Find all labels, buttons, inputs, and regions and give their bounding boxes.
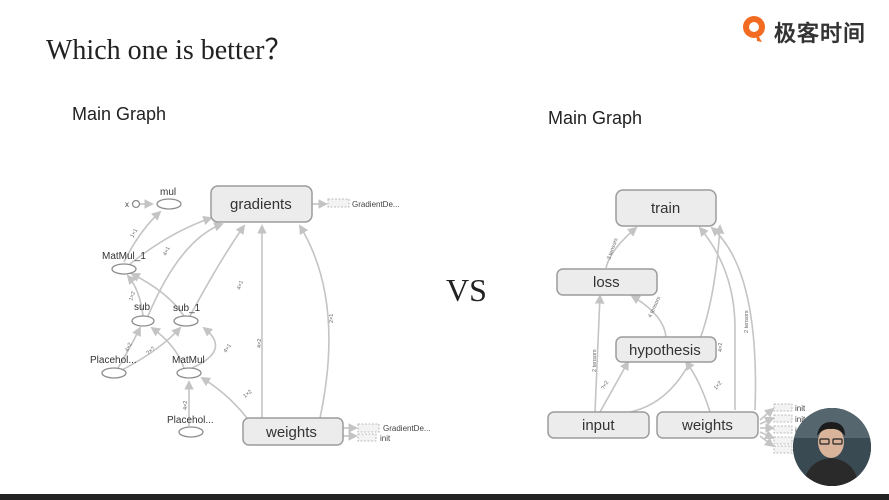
right-aux-init-2-label: init	[795, 415, 806, 424]
left-node-matmul-1[interactable]: MatMul_1	[102, 251, 146, 275]
right-aux-init-2[interactable]: init	[773, 414, 806, 424]
svg-text:4×2: 4×2	[257, 339, 263, 348]
presenter-avatar	[793, 408, 871, 486]
left-aux-gradient-descent-top-label: GradientDe...	[352, 200, 400, 209]
svg-text:1×2: 1×2	[713, 380, 724, 391]
vs-label: VS	[446, 272, 487, 308]
brand-logo: 极客时间	[740, 14, 880, 48]
svg-text:4 tensors: 4 tensors	[647, 296, 662, 319]
right-aux-init-1-label: init	[795, 404, 806, 413]
left-node-x-label: x	[125, 200, 129, 209]
left-node-placeholder-bottom[interactable]: Placehol...	[167, 415, 214, 438]
left-node-sub-1-label: sub_1	[173, 303, 201, 314]
right-node-weights-label: weights	[681, 417, 733, 434]
svg-text:2 tensors: 2 tensors	[744, 310, 750, 333]
left-aux-init[interactable]: init	[357, 433, 391, 443]
svg-text:4×1: 4×1	[162, 246, 171, 257]
right-aux-init-1[interactable]: init	[773, 403, 806, 413]
svg-text:1×1: 1×1	[130, 228, 140, 239]
svg-text:3 tensors: 3 tensors	[606, 237, 619, 261]
left-node-placeholder-bottom-label: Placehol...	[167, 415, 214, 426]
bottom-bar	[0, 494, 889, 500]
svg-text:1×2: 1×2	[128, 291, 137, 302]
left-node-sub-1[interactable]: sub_1	[173, 303, 201, 327]
left-aux-gradient-descent-weights[interactable]: GradientDe...	[357, 423, 431, 433]
right-node-input-label: input	[582, 417, 615, 434]
svg-text:4×2: 4×2	[124, 342, 133, 353]
right-aux-extra	[773, 436, 793, 454]
left-aux-gradient-descent-weights-label: GradientDe...	[383, 424, 431, 433]
right-node-hypothesis[interactable]: hypothesis	[615, 336, 717, 363]
left-graph-edges: 1×1 4×1 1×2 4×1 4×2 ?×? 4×1 4×2 1×2 4×2 …	[117, 199, 358, 441]
right-node-loss[interactable]: loss	[556, 268, 658, 296]
svg-text:2 tensors: 2 tensors	[592, 349, 598, 372]
right-node-loss-label: loss	[593, 274, 620, 291]
left-node-weights[interactable]: weights	[242, 417, 344, 446]
svg-text:?×2: ?×2	[601, 380, 611, 391]
left-node-weights-label: weights	[265, 424, 317, 441]
right-node-train[interactable]: train	[615, 189, 717, 227]
left-node-matmul-1-label: MatMul_1	[102, 251, 146, 262]
right-node-hypothesis-label: hypothesis	[629, 342, 701, 359]
left-node-gradients-label: gradients	[230, 196, 292, 213]
right-graph-heading: Main Graph	[548, 108, 643, 128]
left-node-placeholder-left[interactable]: Placehol...	[90, 355, 137, 379]
geektime-logo-icon	[743, 16, 765, 42]
svg-text:?×?: ?×?	[145, 346, 156, 357]
right-node-train-label: train	[651, 200, 680, 217]
svg-text:2×1: 2×1	[329, 314, 335, 323]
left-graph-heading: Main Graph	[72, 104, 167, 124]
right-node-input[interactable]: input	[547, 411, 650, 439]
left-node-placeholder-left-label: Placehol...	[90, 355, 137, 366]
svg-text:4×2: 4×2	[183, 401, 189, 410]
right-node-weights[interactable]: weights	[656, 411, 759, 439]
left-aux-init-label: init	[380, 434, 391, 443]
brand-name: 极客时间	[774, 22, 867, 47]
left-node-matmul[interactable]: MatMul	[172, 355, 205, 379]
left-node-matmul-label: MatMul	[172, 355, 205, 366]
svg-text:1×2: 1×2	[242, 389, 253, 400]
left-node-gradients[interactable]: gradients	[210, 185, 313, 223]
left-aux-gradient-descent-top[interactable]: GradientDe...	[327, 198, 400, 209]
svg-text:4×1: 4×1	[236, 280, 245, 291]
svg-text:4×2: 4×2	[718, 343, 724, 352]
left-node-mul[interactable]: mul	[156, 187, 182, 210]
svg-text:4×1: 4×1	[223, 343, 233, 354]
slide-title: Which one is better？	[46, 35, 293, 66]
left-node-sub-label: sub	[134, 302, 151, 313]
left-node-mul-label: mul	[160, 187, 176, 198]
left-node-sub[interactable]: sub	[131, 302, 155, 327]
left-node-x[interactable]: x	[125, 199, 141, 209]
